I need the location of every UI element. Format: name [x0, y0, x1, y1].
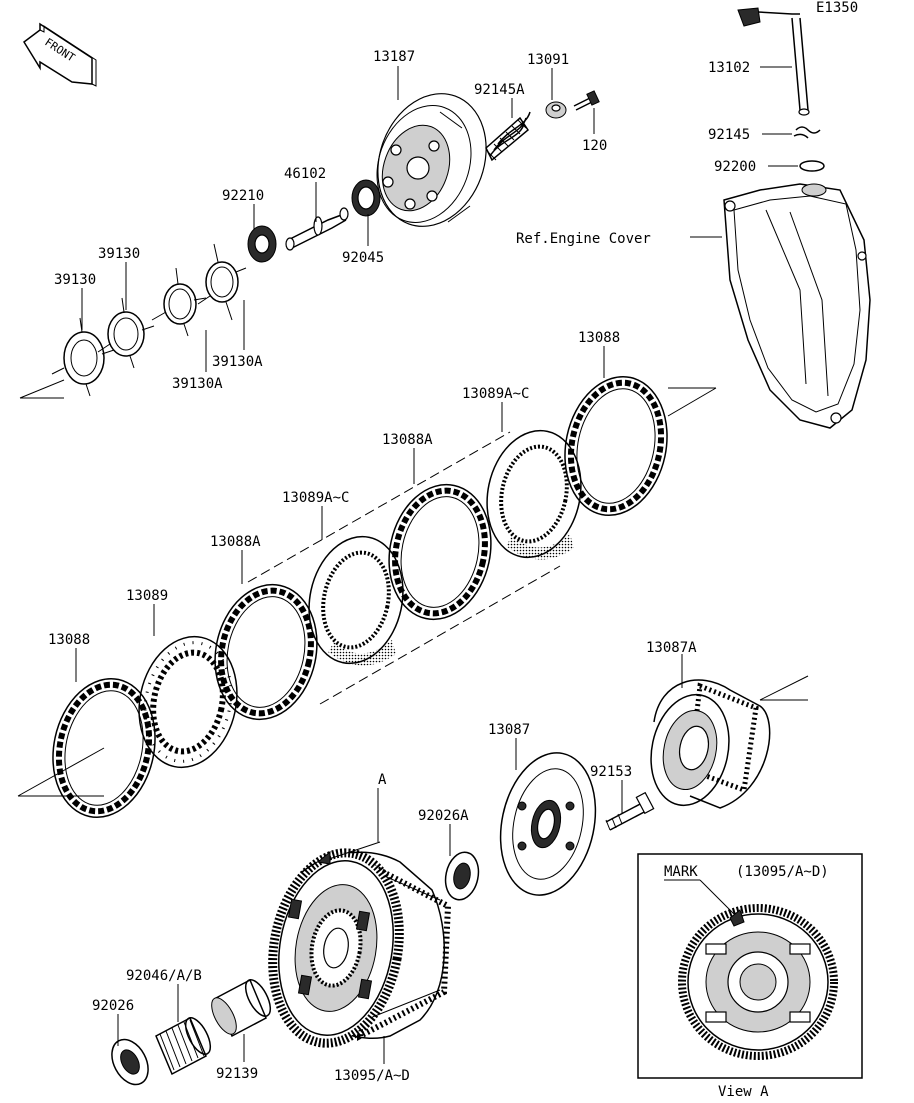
washer-39130A-right: [197, 243, 247, 321]
diagram-code: E1350: [816, 0, 858, 16]
bearing-92045: [351, 179, 381, 217]
view-a-inset-frame: [637, 853, 863, 1079]
label-13088-left: 13088: [48, 632, 90, 648]
clutch-spring-92145A: [485, 111, 531, 162]
label-92200: 92200: [714, 159, 756, 175]
washer-92200: [799, 160, 825, 172]
washer-92026A: [444, 851, 480, 901]
friction-plate-13088A-lower: [214, 583, 318, 721]
label-39130-left: 39130: [54, 272, 96, 288]
label-A: A: [378, 772, 387, 788]
label-39130-top: 39130: [98, 246, 140, 262]
arrow-A-icon: [316, 850, 331, 865]
label-120: 120: [582, 138, 607, 154]
leader-mark: [699, 879, 735, 915]
nut-92210: [247, 225, 277, 263]
label-46102: 46102: [284, 166, 326, 182]
stack-guide-bottom: [319, 565, 561, 705]
friction-plate-13088-top: [564, 375, 668, 517]
label-92046AB: 92046/A/B: [126, 968, 202, 984]
steel-plate-13089: [138, 635, 238, 769]
spring-seat-13091: [545, 101, 567, 119]
label-13095AD: 13095/A~D: [334, 1068, 410, 1084]
label-39130A-right: 39130A: [212, 354, 263, 370]
label-13088-top: 13088: [578, 330, 620, 346]
inset-caption: View A: [718, 1084, 769, 1100]
steel-plate-13089AC-lower: [308, 535, 404, 666]
front-arrow-icon: FRONT: [23, 22, 97, 87]
needle-bearing-92046AB: [155, 1016, 212, 1076]
label-13187: 13187: [373, 49, 415, 65]
label-13088A-upper: 13088A: [382, 432, 433, 448]
inset-mark-ref: (13095/A~D): [736, 864, 829, 880]
label-13089: 13089: [126, 588, 168, 604]
collar-92139: [211, 978, 272, 1038]
push-lever-13102: [737, 7, 810, 116]
washer-39130A-bottom: [151, 267, 207, 337]
plate-13087: [499, 752, 597, 896]
clutch-housing-13095AD: [268, 848, 452, 1048]
friction-plate-13088-left: [52, 677, 156, 819]
label-13089AC-upper: 13089A~C: [462, 386, 529, 402]
bolt-92153: [605, 791, 655, 831]
label-13089AC-lower: 13089A~C: [282, 490, 349, 506]
clutch-hub-13087A: [650, 679, 771, 809]
engine-cover: [723, 183, 871, 429]
label-92210: 92210: [222, 188, 264, 204]
inset-mark-label: MARK: [664, 864, 698, 880]
spring-92145: [793, 126, 821, 139]
axis-line-washers: [19, 379, 65, 399]
washer-39130-top: [97, 297, 155, 369]
steel-plate-13089AC-upper: [486, 429, 582, 560]
washer-39130-left: [51, 317, 115, 397]
label-92026A: 92026A: [418, 808, 469, 824]
friction-plate-13088A-upper: [388, 483, 492, 621]
pressure-plate-13187: [376, 93, 487, 227]
label-92139: 92139: [216, 1066, 258, 1082]
label-92026: 92026: [92, 998, 134, 1014]
bolt-120: [573, 90, 600, 111]
front-label: FRONT: [42, 36, 77, 65]
washer-92026: [111, 1038, 149, 1086]
label-92145A: 92145A: [474, 82, 525, 98]
label-92145: 92145: [708, 127, 750, 143]
label-ref-engine-cover: Ref.Engine Cover: [516, 231, 651, 247]
label-13087A: 13087A: [646, 640, 697, 656]
label-13102: 13102: [708, 60, 750, 76]
stack-guide-top: [247, 431, 511, 583]
view-a-housing: [678, 904, 838, 1060]
label-13087: 13087: [488, 722, 530, 738]
stack-axis-right: [667, 387, 717, 417]
label-92153: 92153: [590, 764, 632, 780]
label-13091: 13091: [527, 52, 569, 68]
label-92045: 92045: [342, 250, 384, 266]
label-13088A-lower: 13088A: [210, 534, 261, 550]
label-39130A-bottom: 39130A: [172, 376, 223, 392]
hub-axis: [759, 675, 809, 701]
push-rod-46102: [285, 207, 349, 251]
